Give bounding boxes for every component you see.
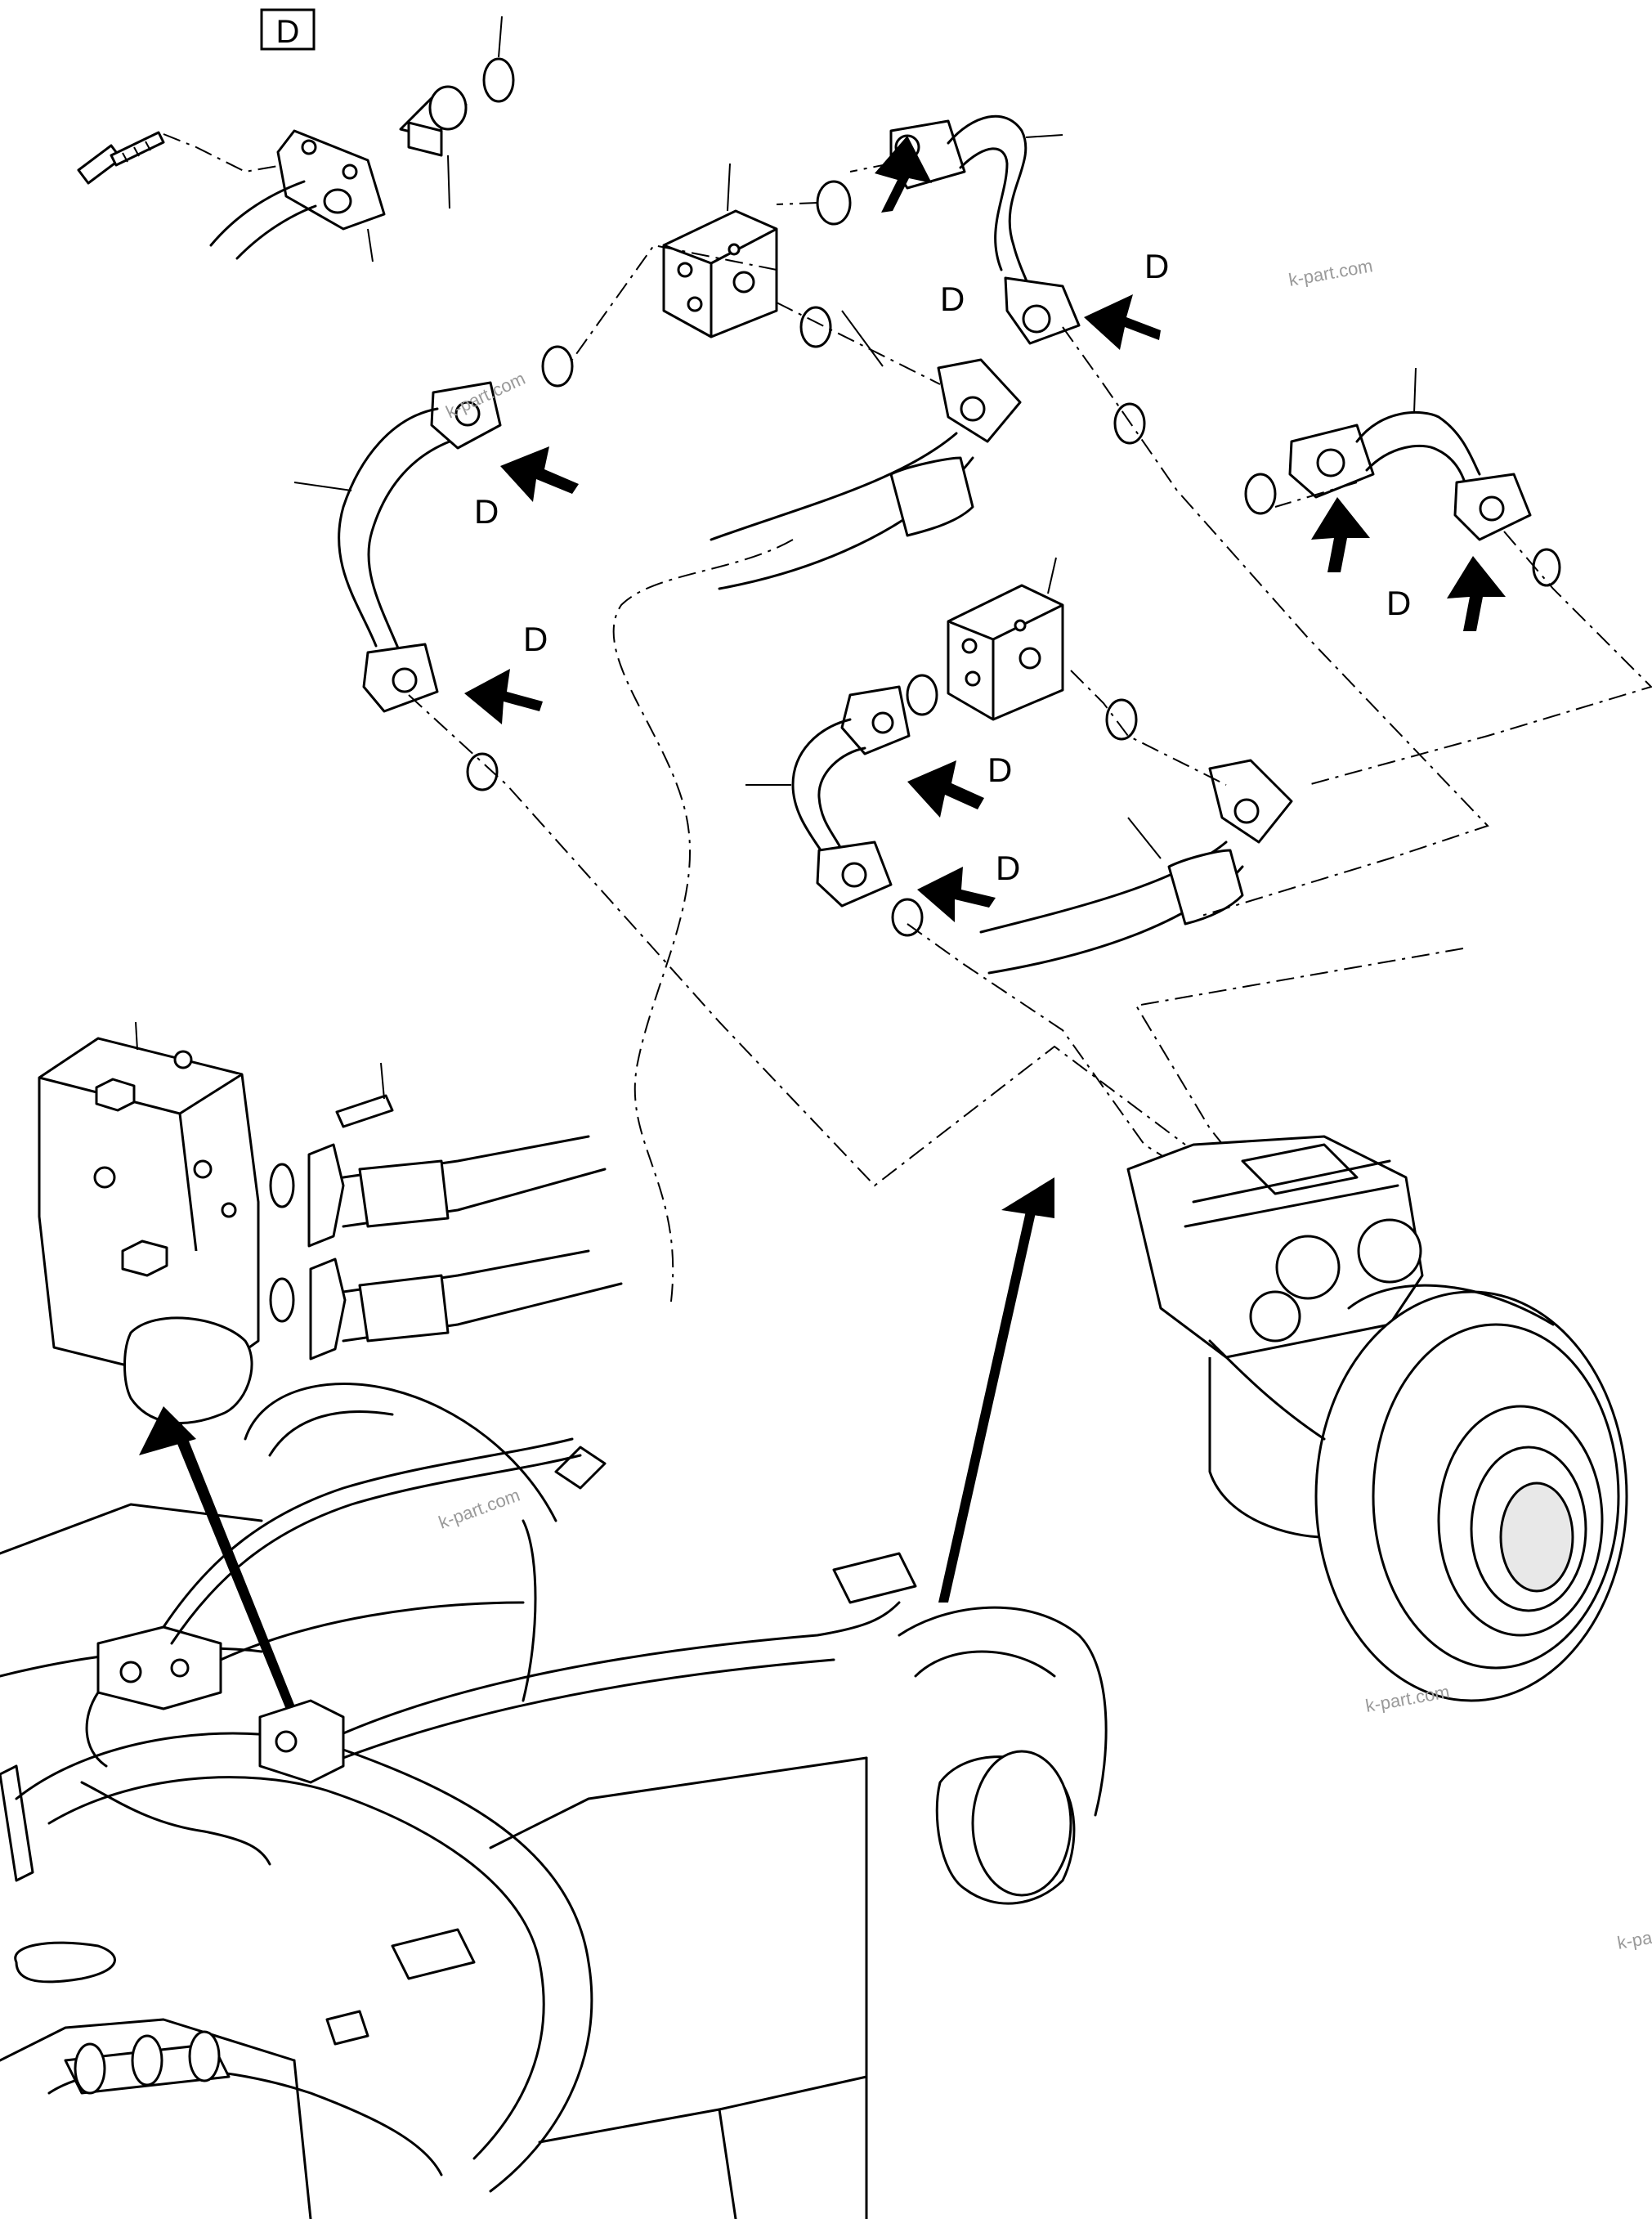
watermark-1: k-part.com — [1287, 255, 1375, 290]
flange-top — [276, 129, 386, 231]
o-ring-upper-4 — [1113, 402, 1146, 445]
middle-hose — [979, 759, 1293, 975]
left-valve-body — [38, 1021, 260, 1424]
callout-5 — [1311, 497, 1370, 572]
left-hoses — [269, 1062, 623, 1361]
callout-1: D — [875, 136, 965, 318]
o-ring-top — [482, 57, 515, 103]
right-axle-hub — [1126, 1135, 1628, 1702]
upper-left-pipe — [293, 381, 502, 713]
svg-text:D: D — [996, 849, 1020, 887]
watermark-5: k-part.com — [1616, 1918, 1652, 1953]
lower-manifold-left — [96, 1625, 345, 1784]
callout-7: D — [907, 751, 1012, 818]
lower-tubing — [80, 1437, 917, 1866]
top-detail-group — [77, 16, 515, 262]
right-top-pipe — [1288, 367, 1532, 541]
locator-arrows — [139, 1177, 1054, 1769]
o-ring-upper-3 — [541, 345, 574, 388]
callout-3: D — [474, 446, 579, 531]
svg-text:D: D — [1144, 247, 1169, 285]
o-ring-mid-3 — [891, 898, 924, 937]
spigot-top — [399, 85, 468, 157]
upper-right-pipe — [889, 114, 1081, 345]
o-ring-left-1 — [466, 752, 499, 791]
watermark-4: k-part.com — [1364, 1681, 1452, 1716]
detail-label-box: D — [260, 8, 316, 51]
lower-small-parts — [64, 1928, 476, 2095]
svg-text:D: D — [1386, 584, 1411, 622]
svg-text:D: D — [987, 751, 1012, 789]
middle-left-pipe — [745, 685, 911, 908]
callout-6: D — [1386, 556, 1506, 631]
upper-hose — [710, 310, 1022, 590]
o-ring-mid-2 — [1105, 698, 1138, 741]
middle-valve-block — [947, 557, 1064, 721]
o-ring-mid-1 — [906, 674, 938, 716]
callout-8: D — [917, 849, 1020, 922]
upper-valve-block — [662, 163, 778, 338]
callout-2: D — [1084, 247, 1169, 350]
o-ring-upper-2 — [799, 306, 832, 348]
machine-frame — [0, 1383, 1108, 2219]
o-ring-right-1 — [1244, 473, 1277, 515]
o-ring-right-2 — [1532, 548, 1561, 587]
watermark-3: k-part.com — [436, 1485, 522, 1533]
svg-text:D: D — [940, 280, 965, 318]
bolt-top — [77, 131, 165, 185]
svg-text:D: D — [474, 492, 499, 531]
callout-arrows: D D D D D D D — [464, 136, 1506, 922]
svg-text:D: D — [523, 620, 548, 658]
detail-label: D — [276, 14, 300, 50]
o-ring-upper-1 — [816, 180, 852, 226]
callout-4: D — [464, 620, 548, 724]
